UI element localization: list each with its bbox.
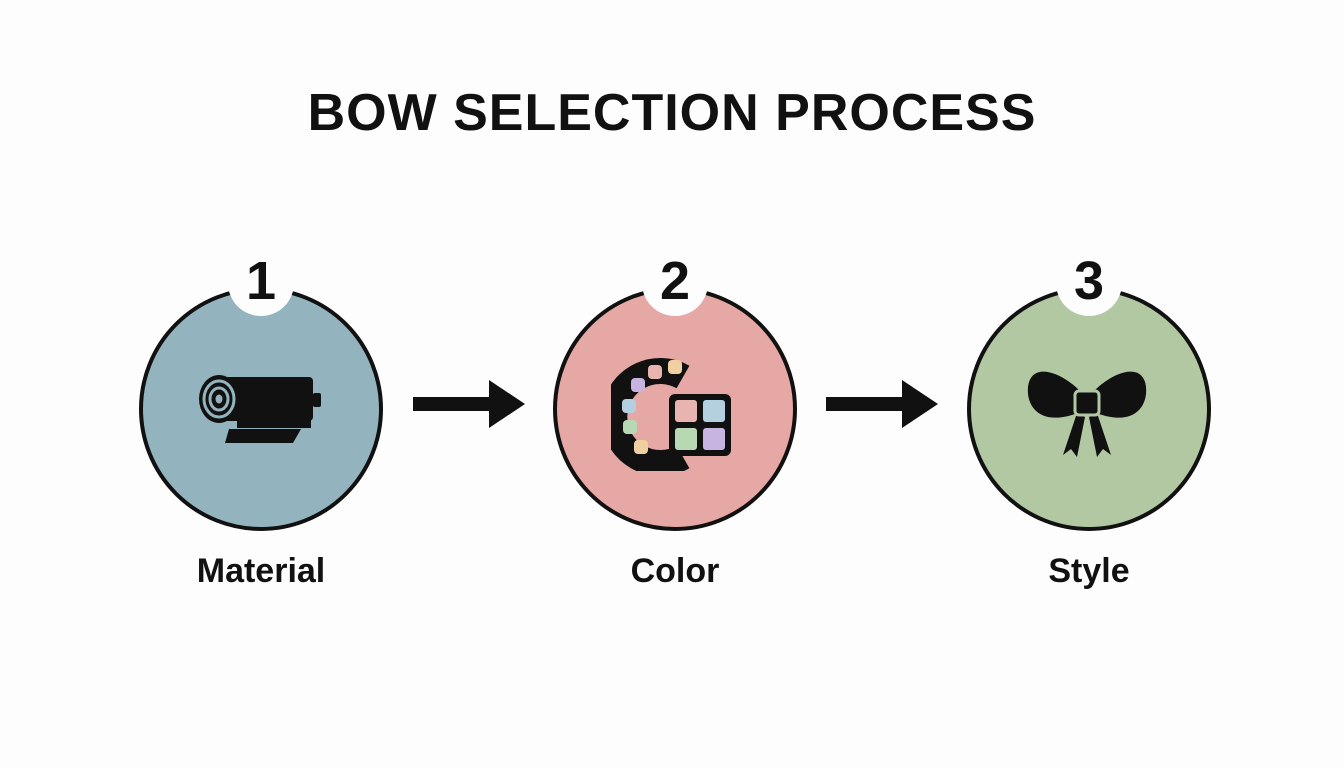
step-color: 2 Color <box>544 250 804 600</box>
step-number-badge: 1 <box>228 250 294 316</box>
arrow-right-icon <box>826 380 938 428</box>
step-style: 3 Style <box>958 250 1218 600</box>
step-number-badge: 3 <box>1056 250 1122 316</box>
step-material: 1 Material <box>130 250 390 600</box>
step-label: Style <box>1048 552 1130 590</box>
step-label: Color <box>630 552 720 590</box>
arrow-right-icon <box>413 380 525 428</box>
step-number-badge: 2 <box>642 250 708 316</box>
fabric-roll-icon <box>199 375 321 443</box>
step-label: Material <box>196 552 326 590</box>
page-title: BOW SELECTION PROCESS <box>307 84 1037 142</box>
bow-icon <box>1027 371 1147 457</box>
color-palette-icon <box>611 358 731 471</box>
